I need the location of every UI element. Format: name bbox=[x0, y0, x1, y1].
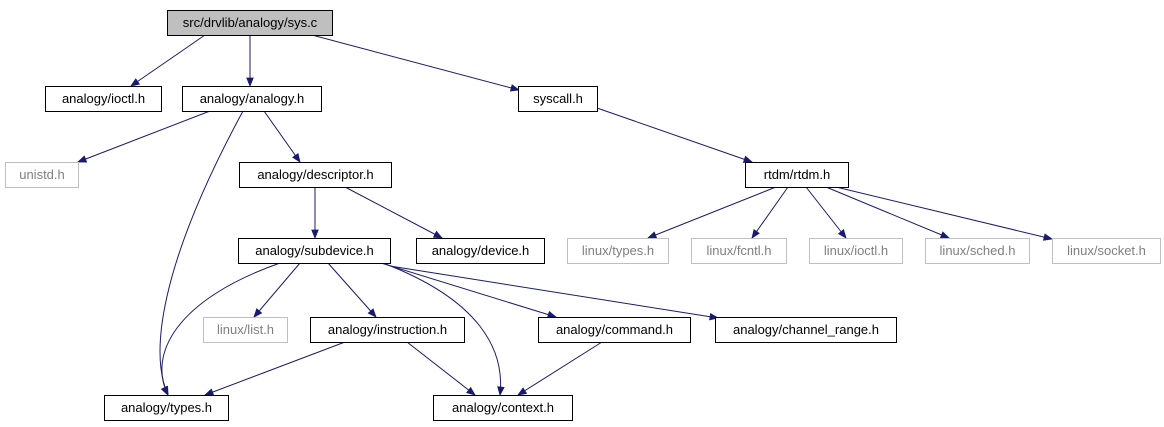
edge-sys_c-to-analogy_ioctl bbox=[131, 34, 206, 86]
edge-analogy_analogy-to-analogy_descriptor bbox=[263, 110, 300, 162]
node-box bbox=[1052, 238, 1161, 264]
node-label: analogy/device.h bbox=[432, 243, 530, 258]
node-box bbox=[416, 238, 545, 264]
node-label: analogy/channel_range.h bbox=[733, 322, 879, 337]
edge-rtdm-to-linux_types bbox=[648, 186, 777, 239]
edge-analogy_analogy-to-analogy_types bbox=[159, 110, 244, 395]
node-label: linux/list.h bbox=[217, 322, 274, 337]
node-analogy_command[interactable]: analogy/command.h bbox=[538, 317, 691, 343]
node-box bbox=[5, 162, 79, 188]
node-linux_list: linux/list.h bbox=[203, 317, 288, 343]
edge-sys_c-to-syscall bbox=[311, 34, 519, 90]
node-linux_sched: linux/sched.h bbox=[925, 238, 1030, 264]
node-label: linux/ioctl.h bbox=[824, 243, 888, 258]
node-box bbox=[433, 395, 573, 421]
node-box bbox=[238, 238, 391, 264]
node-box bbox=[745, 162, 849, 188]
node-label: analogy/context.h bbox=[452, 400, 554, 415]
edge-rtdm-to-linux_fcntl bbox=[752, 186, 789, 238]
node-label: src/drvlib/analogy/sys.c bbox=[183, 15, 318, 30]
node-label: analogy/command.h bbox=[556, 322, 673, 337]
edge-analogy_subdevice-to-analogy_types bbox=[162, 262, 281, 395]
node-box bbox=[925, 238, 1030, 264]
node-analogy_ioctl[interactable]: analogy/ioctl.h bbox=[45, 86, 162, 112]
edge-analogy_subdevice-to-analogy_channel_range bbox=[389, 265, 718, 318]
node-analogy_context[interactable]: analogy/context.h bbox=[433, 395, 573, 421]
node-label: linux/fcntl.h bbox=[706, 243, 771, 258]
node-box bbox=[715, 317, 897, 343]
edge-analogy_instruction-to-analogy_types bbox=[205, 341, 346, 395]
node-analogy_subdevice[interactable]: analogy/subdevice.h bbox=[238, 238, 391, 264]
node-linux_fcntl: linux/fcntl.h bbox=[691, 238, 787, 264]
node-analogy_instruction[interactable]: analogy/instruction.h bbox=[310, 317, 465, 343]
node-box bbox=[239, 162, 392, 188]
node-label: linux/socket.h bbox=[1067, 243, 1146, 258]
node-box bbox=[45, 86, 162, 112]
node-box bbox=[310, 317, 465, 343]
node-unistd: unistd.h bbox=[5, 162, 79, 188]
edges-layer bbox=[78, 34, 1052, 395]
node-label: rtdm/rtdm.h bbox=[764, 167, 830, 182]
edge-syscall-to-rtdm bbox=[596, 107, 752, 162]
node-box bbox=[691, 238, 787, 264]
node-box bbox=[567, 238, 669, 264]
edge-rtdm-to-linux_ioctl bbox=[805, 186, 846, 238]
node-sys_c[interactable]: src/drvlib/analogy/sys.c bbox=[167, 10, 333, 36]
node-label: analogy/types.h bbox=[121, 400, 212, 415]
node-label: unistd.h bbox=[19, 167, 65, 182]
edge-rtdm-to-linux_sched bbox=[825, 186, 949, 239]
node-label: analogy/ioctl.h bbox=[62, 91, 145, 106]
node-box bbox=[104, 395, 229, 421]
node-label: linux/types.h bbox=[582, 243, 654, 258]
edge-analogy_analogy-to-unistd bbox=[78, 110, 211, 162]
edge-rtdm-to-linux_socket bbox=[835, 186, 1052, 239]
node-label: syscall.h bbox=[533, 91, 583, 106]
edge-analogy_subdevice-to-linux_list bbox=[254, 262, 301, 317]
edge-analogy_command-to-analogy_context bbox=[518, 341, 603, 395]
node-analogy_types[interactable]: analogy/types.h bbox=[104, 395, 229, 421]
node-analogy_device[interactable]: analogy/device.h bbox=[416, 238, 545, 264]
edge-analogy_instruction-to-analogy_context bbox=[406, 341, 475, 395]
edge-analogy_subdevice-to-analogy_context bbox=[382, 262, 501, 395]
node-rtdm[interactable]: rtdm/rtdm.h bbox=[745, 162, 849, 188]
node-linux_socket: linux/socket.h bbox=[1052, 238, 1161, 264]
node-box bbox=[809, 238, 903, 264]
edge-analogy_subdevice-to-analogy_command bbox=[380, 262, 556, 317]
node-analogy_descriptor[interactable]: analogy/descriptor.h bbox=[239, 162, 392, 188]
edge-analogy_descriptor-to-analogy_device bbox=[344, 186, 442, 238]
node-label: analogy/instruction.h bbox=[328, 322, 447, 337]
nodes-layer: src/drvlib/analogy/sys.c analogy/ioctl.h a… bbox=[5, 10, 1161, 421]
node-box bbox=[167, 10, 333, 36]
node-box bbox=[518, 86, 598, 112]
node-syscall[interactable]: syscall.h bbox=[518, 86, 598, 112]
node-linux_ioctl: linux/ioctl.h bbox=[809, 238, 903, 264]
edge-analogy_subdevice-to-analogy_instruction bbox=[327, 262, 376, 317]
node-linux_types: linux/types.h bbox=[567, 238, 669, 264]
node-label: linux/sched.h bbox=[940, 243, 1016, 258]
node-box bbox=[203, 317, 288, 343]
node-analogy_channel_range[interactable]: analogy/channel_range.h bbox=[715, 317, 897, 343]
node-analogy_analogy[interactable]: analogy/analogy.h bbox=[182, 86, 322, 112]
node-box bbox=[182, 86, 322, 112]
node-box bbox=[538, 317, 691, 343]
node-label: analogy/descriptor.h bbox=[257, 167, 373, 182]
node-label: analogy/analogy.h bbox=[200, 91, 305, 106]
node-label: analogy/subdevice.h bbox=[255, 243, 374, 258]
